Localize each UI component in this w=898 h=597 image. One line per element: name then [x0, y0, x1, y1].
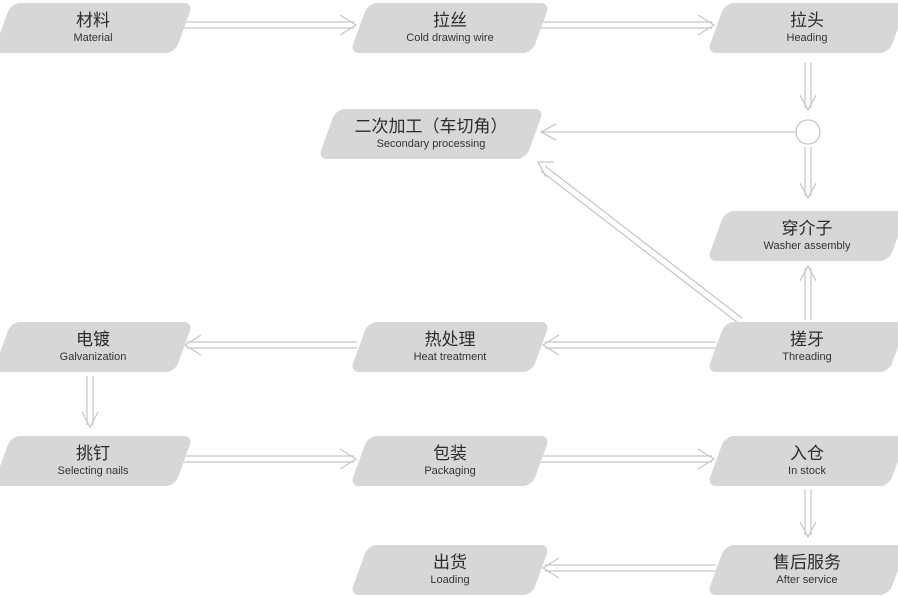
node-label-en: Packaging	[424, 465, 476, 477]
node-material: 材料 Material	[2, 3, 184, 53]
node-label-en: Loading	[430, 574, 470, 586]
node-label-zh: 拉丝	[433, 11, 467, 30]
node-in-stock: 入仓 In stock	[716, 436, 898, 486]
node-label-zh: 出货	[433, 553, 467, 572]
node-label-zh: 二次加工（车切角）	[354, 117, 508, 136]
arrow-junction-to-secondary	[539, 123, 796, 141]
arrow-junction-to-washer	[799, 147, 817, 200]
arrow-heading-down	[799, 63, 817, 112]
node-cold-drawing-wire: 拉丝 Cold drawing wire	[359, 3, 541, 53]
node-label-en: Washer assembly	[763, 240, 851, 252]
node-label-zh: 挑钉	[76, 444, 110, 463]
node-label-zh: 入仓	[790, 444, 824, 463]
node-heat-treatment: 热处理 Heat treatment	[359, 322, 541, 372]
arrow-threading-to-heat	[541, 334, 716, 356]
node-label-en: Cold drawing wire	[406, 32, 494, 44]
node-label-zh: 售后服务	[773, 553, 841, 572]
node-heading: 拉头 Heading	[716, 3, 898, 53]
node-label-zh: 热处理	[424, 330, 476, 349]
arrow-galvan-to-selecting	[81, 376, 99, 429]
node-label-zh: 包装	[433, 444, 467, 463]
arrow-drawing-to-heading	[541, 14, 716, 36]
node-label-zh: 电镀	[76, 330, 110, 349]
node-galvanization: 电镀 Galvanization	[2, 322, 184, 372]
node-label-zh: 拉头	[790, 11, 824, 30]
arrow-selecting-to-packaging	[183, 448, 358, 470]
arrow-instock-to-after	[799, 489, 817, 539]
node-selecting-nails: 挑钉 Selecting nails	[2, 436, 184, 486]
node-label-en: Galvanization	[59, 351, 127, 363]
node-threading: 搓牙 Threading	[716, 322, 898, 372]
node-loading: 出货 Loading	[359, 545, 541, 595]
node-secondary-processing: 二次加工（车切角） Secondary processing	[327, 109, 535, 159]
node-label-en: Heading	[786, 32, 828, 44]
arrow-material-to-drawing	[183, 14, 358, 36]
node-after-service: 售后服务 After service	[716, 545, 898, 595]
node-label-en: In stock	[788, 465, 826, 477]
arrow-threading-to-secondary	[536, 161, 743, 324]
arrow-heat-to-galvan	[183, 334, 357, 356]
node-packaging: 包装 Packaging	[359, 436, 541, 486]
node-label-en: Material	[73, 32, 113, 44]
node-label-en: Threading	[782, 351, 832, 363]
junction-circle	[795, 119, 821, 145]
arrow-after-to-loading	[541, 557, 716, 579]
arrow-threading-to-washer	[799, 264, 817, 320]
arrow-packaging-to-instock	[541, 448, 716, 470]
node-label-en: Secondary processing	[376, 138, 486, 150]
node-label-zh: 穿介子	[781, 219, 833, 238]
node-label-zh: 搓牙	[790, 330, 824, 349]
node-label-en: Heat treatment	[413, 351, 487, 363]
node-washer-assembly: 穿介子 Washer assembly	[716, 211, 898, 261]
node-label-en: Selecting nails	[57, 465, 129, 477]
node-label-zh: 材料	[76, 11, 110, 30]
node-label-en: After service	[776, 574, 838, 586]
